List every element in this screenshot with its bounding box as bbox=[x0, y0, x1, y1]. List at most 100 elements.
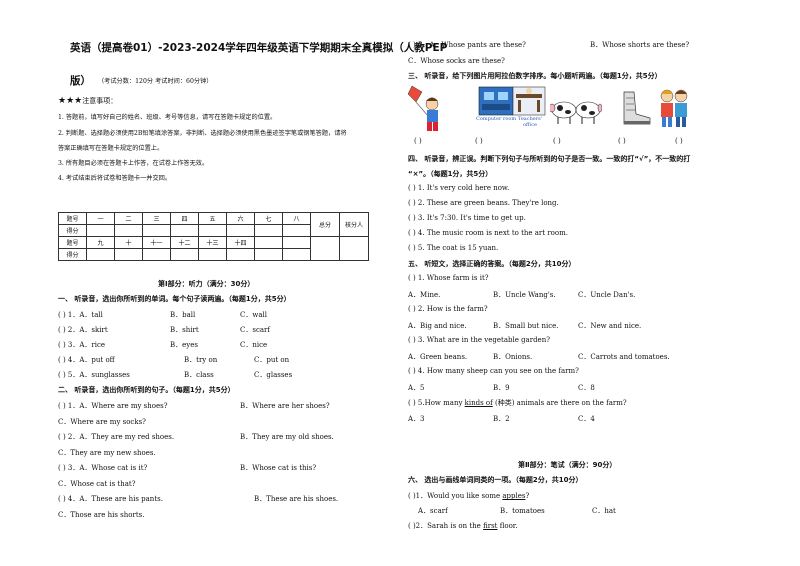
score-cell[interactable] bbox=[86, 224, 115, 237]
score-cell: 八 bbox=[282, 212, 311, 225]
section3-title: 三、 听录音，给下列图片用阿拉伯数字排序。每小题听两遍。（每题1分，共5分） bbox=[408, 72, 662, 80]
score-cell[interactable] bbox=[114, 224, 143, 237]
score-cell[interactable] bbox=[86, 248, 115, 261]
option-a: A．3 bbox=[408, 415, 425, 423]
question-item: ( ) 1. It's very cold here now. bbox=[408, 184, 510, 192]
question-item: ( ) 2. These are green beans. They're lo… bbox=[408, 199, 559, 207]
option-c: C．4 bbox=[578, 415, 595, 423]
score-cell[interactable] bbox=[170, 248, 199, 261]
computer-room-label: Computer room bbox=[476, 116, 517, 122]
option-a: A．Big and nice. bbox=[408, 322, 467, 330]
question-item: ( ) 3. It's 7:30. It's time to get up. bbox=[408, 214, 526, 222]
score-cell: 题号 bbox=[58, 236, 87, 249]
question-item: ( ) 2. How is the farm? bbox=[408, 305, 488, 313]
option-a: A．Mine. bbox=[408, 291, 441, 299]
exam-title-line2: 版） bbox=[70, 75, 91, 87]
score-cell[interactable] bbox=[198, 224, 227, 237]
teachers-office-picture bbox=[512, 86, 546, 116]
option-b: B．Whose shorts are these? bbox=[590, 41, 690, 49]
section5-title: 五、 听短文，选择正确的答案。（每题2分，共10分） bbox=[408, 260, 576, 268]
score-cell: 题号 bbox=[58, 212, 87, 225]
option-c: C．hat bbox=[592, 507, 616, 515]
sneakers-picture bbox=[623, 91, 651, 125]
score-cell bbox=[254, 248, 283, 261]
computer-room-picture bbox=[478, 86, 514, 116]
question-item: ( ) 1．A．Where are my shoes? bbox=[58, 402, 168, 410]
option-c: C．Whose socks are these? bbox=[408, 57, 505, 65]
option-c: C．glasses bbox=[254, 371, 293, 379]
option-c: C．New and nice. bbox=[578, 322, 642, 330]
question-item: ( ) 4. How many sheep can you see on the… bbox=[408, 367, 579, 375]
option-a: A．5 bbox=[408, 384, 425, 392]
score-cell[interactable] bbox=[226, 224, 255, 237]
answer-paren[interactable]: ( ) bbox=[475, 137, 483, 145]
option-b: B．9 bbox=[493, 384, 510, 392]
option-c: C．8 bbox=[578, 384, 595, 392]
score-cell: 六 bbox=[226, 212, 255, 225]
question-item: ( ) 4．A．put off bbox=[58, 356, 115, 364]
option-b: B．tomatoes bbox=[500, 507, 545, 515]
option-c: C．Whose cat is that? bbox=[58, 480, 136, 488]
score-cell: 四 bbox=[170, 212, 199, 225]
exam-title-line1: 英语（提高卷01）-2023-2024学年四年级英语下学期期末全真模拟（人教PE… bbox=[70, 42, 448, 54]
teachers-office-label: Teachers' office bbox=[517, 116, 543, 128]
score-table: 题号 一 二 三 四 五 六 七 八 总分 核分人 得分 题号 九 十 十一 十… bbox=[58, 212, 369, 261]
option-c: C．Uncle Dan's. bbox=[578, 291, 636, 299]
score-cell[interactable] bbox=[142, 248, 171, 261]
section6-title: 六、 选出与画线单词同类的一项。（每题2分，共10分） bbox=[408, 476, 583, 484]
total-cell: 总分 bbox=[310, 212, 340, 237]
option-b: B．Onions. bbox=[493, 353, 533, 361]
question-item: ( ) 4. The music room is next to the art… bbox=[408, 229, 568, 237]
answer-paren[interactable]: ( ) bbox=[675, 137, 683, 145]
checker-cell: 核分人 bbox=[339, 212, 369, 237]
score-cell: 十二 bbox=[170, 236, 199, 249]
score-cell: 五 bbox=[198, 212, 227, 225]
score-cell[interactable] bbox=[114, 248, 143, 261]
option-b: B．Whose cat is this? bbox=[240, 464, 317, 472]
score-cell: 一 bbox=[86, 212, 115, 225]
checker-cell[interactable] bbox=[339, 236, 369, 261]
option-b: B．class bbox=[184, 371, 214, 379]
notes-heading: ★★★注意事项： bbox=[58, 96, 118, 106]
question-item: ( ) 5. The coat is 15 yuan. bbox=[408, 244, 499, 252]
section4-title-line1: 四、 听录音，辨正误。判断下列句子与所听到的句子是否一致。一致的打“√”，不一致… bbox=[408, 155, 691, 163]
note-item: 答案正确填写在答题卡规定的位置上。 bbox=[58, 145, 164, 152]
part2-heading: 第Ⅱ部分：笔试（满分：90分） bbox=[518, 461, 617, 469]
children-picture bbox=[660, 89, 688, 127]
section2-title: 二、 听录音，选出你所听到的句子。（每题1分，共5分） bbox=[58, 386, 235, 394]
score-cell[interactable] bbox=[198, 248, 227, 261]
score-cell[interactable] bbox=[142, 224, 171, 237]
score-cell: 七 bbox=[254, 212, 283, 225]
score-cell[interactable] bbox=[170, 224, 199, 237]
option-b: B．eyes bbox=[170, 341, 198, 349]
score-cell: 三 bbox=[142, 212, 171, 225]
note-item: 4. 考试结束后将试卷和答题卡一并交回。 bbox=[58, 175, 172, 182]
exam-info: （考试分数：120分 考试时间：60分钟） bbox=[98, 78, 213, 85]
answer-paren[interactable]: ( ) bbox=[414, 137, 422, 145]
score-cell: 得分 bbox=[58, 248, 87, 261]
option-c: C．They are my new shoes. bbox=[58, 449, 156, 457]
question-item: ( ) 2．A．skirt bbox=[58, 326, 108, 334]
option-b: B．Where are her shoes? bbox=[240, 402, 330, 410]
total-cell[interactable] bbox=[310, 236, 340, 261]
option-c: C．nice bbox=[240, 341, 268, 349]
option-c: C．Those are his shorts. bbox=[58, 511, 145, 519]
option-b: B．ball bbox=[170, 311, 196, 319]
score-cell[interactable] bbox=[254, 224, 283, 237]
question-item: ( ) 1．A．tall bbox=[58, 311, 103, 319]
question-item: ( ) 3．A．rice bbox=[58, 341, 106, 349]
note-item: 1. 答题前，填写好自己的姓名、班级、考号等信息，请写在答题卡规定的位置。 bbox=[58, 114, 277, 121]
answer-paren[interactable]: ( ) bbox=[618, 137, 626, 145]
question-item: ( ) 5.How many kinds of (种类) animals are… bbox=[408, 399, 627, 407]
score-cell[interactable] bbox=[282, 224, 311, 237]
cows-picture bbox=[550, 101, 602, 124]
question-item: ( ) 3. What are in the vegetable garden? bbox=[408, 336, 550, 344]
score-cell[interactable] bbox=[226, 248, 255, 261]
score-cell: 十四 bbox=[226, 236, 255, 249]
question-item: ( ) 2．A．They are my red shoes. bbox=[58, 433, 175, 441]
score-cell: 十三 bbox=[198, 236, 227, 249]
score-cell: 二 bbox=[114, 212, 143, 225]
question-item: ( )1．Would you like some apples? bbox=[408, 492, 530, 500]
answer-paren[interactable]: ( ) bbox=[553, 137, 561, 145]
